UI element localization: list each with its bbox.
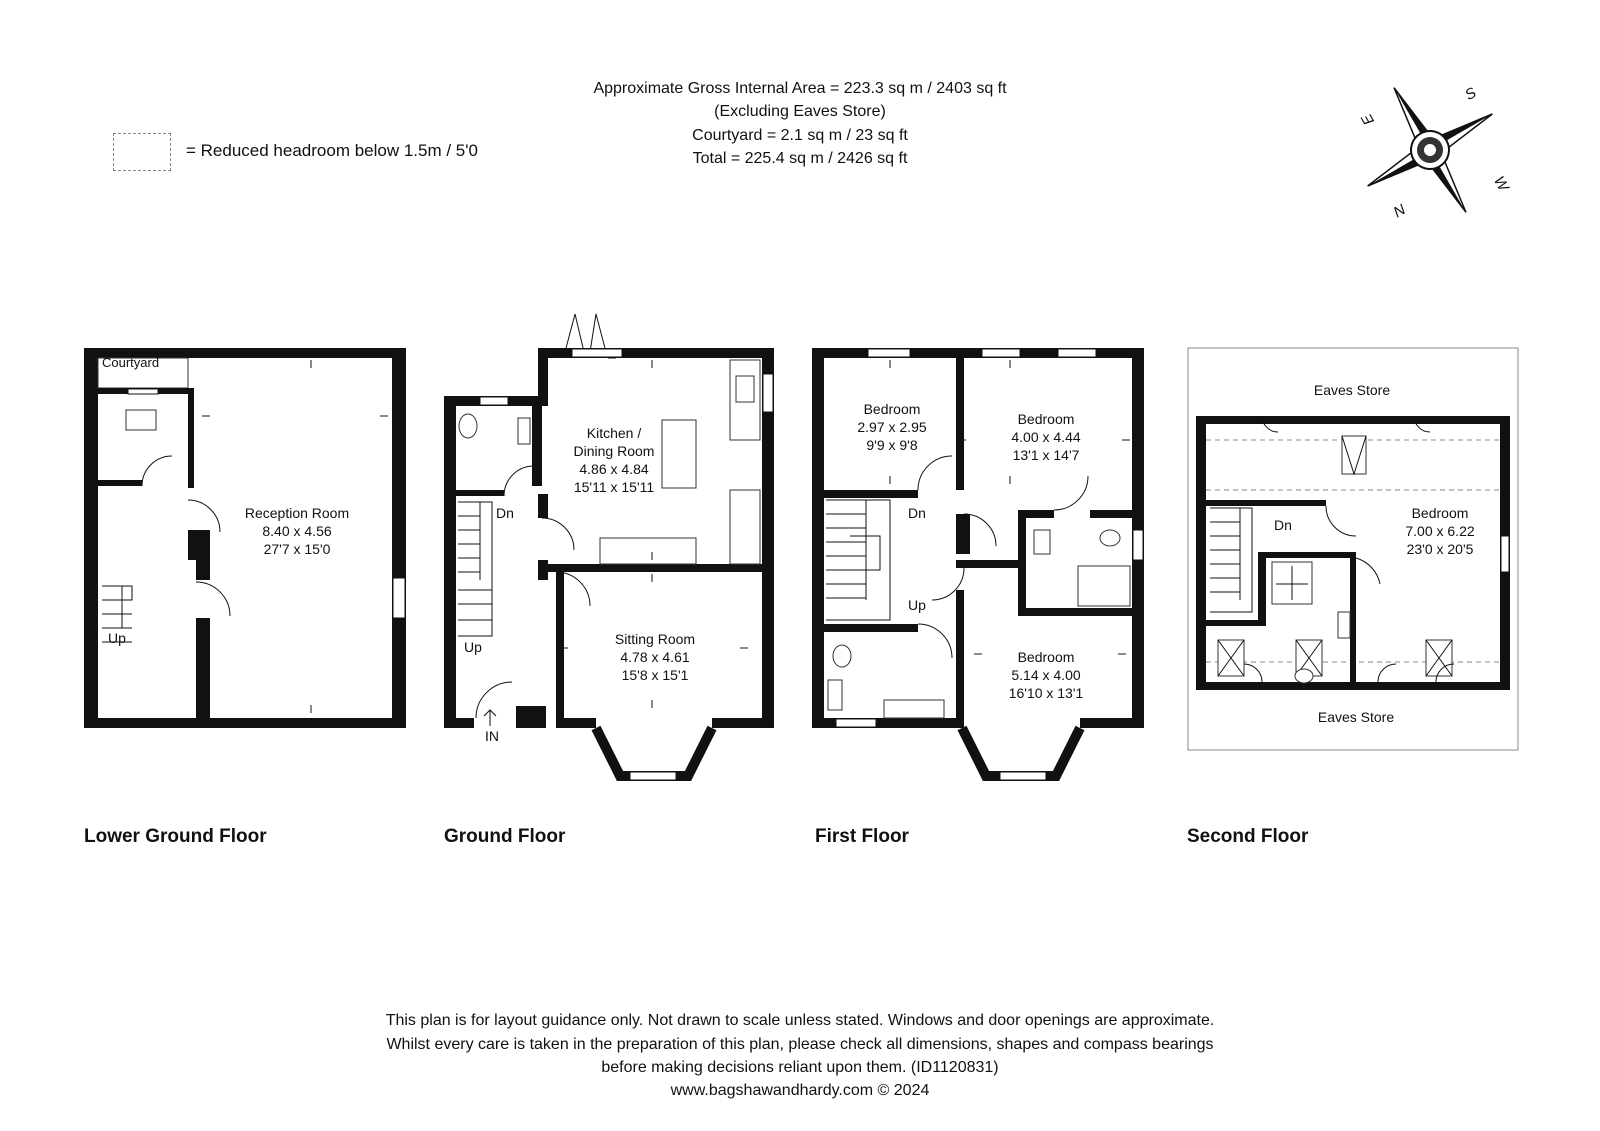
first-stairs-up: Up bbox=[908, 597, 926, 613]
disclaimer-line-3: before making decisions reliant upon the… bbox=[601, 1059, 999, 1076]
second-stairs-down: Dn bbox=[1274, 517, 1292, 533]
bedroom-front-metric: 5.14 x 4.00 bbox=[1011, 667, 1080, 683]
kitchen-imperial: 15'11 x 15'11 bbox=[574, 479, 655, 495]
kitchen-metric: 4.86 x 4.84 bbox=[579, 461, 648, 477]
kitchen-name-line2: Dining Room bbox=[574, 443, 655, 459]
second-bedroom-imperial: 23'0 x 20'5 bbox=[1407, 541, 1474, 557]
second-bedroom-metric: 7.00 x 6.22 bbox=[1405, 523, 1474, 539]
courtyard-area: Courtyard = 2.1 sq m / 23 sq ft bbox=[692, 127, 908, 144]
bedroom-small-metric: 2.97 x 2.95 bbox=[857, 419, 926, 435]
courtyard-label: Courtyard bbox=[102, 355, 159, 370]
compass-letter-s: S bbox=[1462, 84, 1479, 104]
second-floor-plan bbox=[1187, 347, 1519, 751]
gross-internal-area: Approximate Gross Internal Area = 223.3 … bbox=[593, 80, 1007, 97]
lower-ground-floor-plan bbox=[84, 348, 406, 728]
disclaimer-line-1: This plan is for layout guidance only. N… bbox=[385, 1012, 1215, 1029]
disclaimer-line-2: Whilst every care is taken in the prepar… bbox=[386, 1036, 1214, 1053]
reduced-headroom-legend-swatch bbox=[113, 133, 171, 171]
compass-rose-icon bbox=[1367, 87, 1493, 213]
first-stairs-down: Dn bbox=[908, 505, 926, 521]
bedroom-small-imperial: 9'9 x 9'8 bbox=[866, 437, 917, 453]
compass-letter-e: E bbox=[1358, 110, 1378, 128]
ground-stairs-down: Dn bbox=[496, 505, 514, 521]
eaves-store-bottom-label: Eaves Store bbox=[1318, 709, 1394, 725]
bedroom-front-imperial: 16'10 x 13'1 bbox=[1009, 685, 1084, 701]
bedroom-front-name: Bedroom bbox=[1018, 649, 1075, 665]
sitting-room-name: Sitting Room bbox=[615, 631, 695, 647]
bedroom-back-imperial: 13'1 x 14'7 bbox=[1013, 447, 1080, 463]
ground-floor-plan bbox=[444, 313, 774, 781]
reception-room-metric: 8.40 x 4.56 bbox=[262, 523, 331, 539]
website-copyright: www.bagshawandhardy.com © 2024 bbox=[670, 1082, 930, 1099]
compass-letter-n: N bbox=[1390, 200, 1408, 220]
bedroom-back-name: Bedroom bbox=[1018, 411, 1075, 427]
compass-letter-w: W bbox=[1490, 173, 1513, 195]
first-floor-label: First Floor bbox=[815, 826, 909, 847]
reception-room-name: Reception Room bbox=[245, 505, 349, 521]
total-area: Total = 225.4 sq m / 2426 sq ft bbox=[692, 150, 908, 167]
second-floor-label: Second Floor bbox=[1187, 826, 1309, 847]
bedroom-back-metric: 4.00 x 4.44 bbox=[1011, 429, 1080, 445]
eaves-store-top-label: Eaves Store bbox=[1314, 382, 1390, 398]
kitchen-name-line1: Kitchen / bbox=[587, 425, 642, 441]
reduced-headroom-legend-text: = Reduced headroom below 1.5m / 5'0 bbox=[186, 141, 478, 160]
bedroom-small-name: Bedroom bbox=[864, 401, 921, 417]
sitting-room-metric: 4.78 x 4.61 bbox=[620, 649, 689, 665]
reception-room-imperial: 27'7 x 15'0 bbox=[264, 541, 331, 557]
entrance-label: IN bbox=[485, 728, 499, 744]
lower-ground-floor-label: Lower Ground Floor bbox=[84, 826, 267, 847]
sitting-room-imperial: 15'8 x 15'1 bbox=[622, 667, 689, 683]
lower-ground-stairs-up: Up bbox=[108, 630, 126, 646]
second-bedroom-name: Bedroom bbox=[1412, 505, 1469, 521]
ground-stairs-up: Up bbox=[464, 639, 482, 655]
first-floor-plan bbox=[812, 348, 1144, 781]
area-exclusion-note: (Excluding Eaves Store) bbox=[714, 103, 886, 120]
ground-floor-label: Ground Floor bbox=[444, 826, 566, 847]
